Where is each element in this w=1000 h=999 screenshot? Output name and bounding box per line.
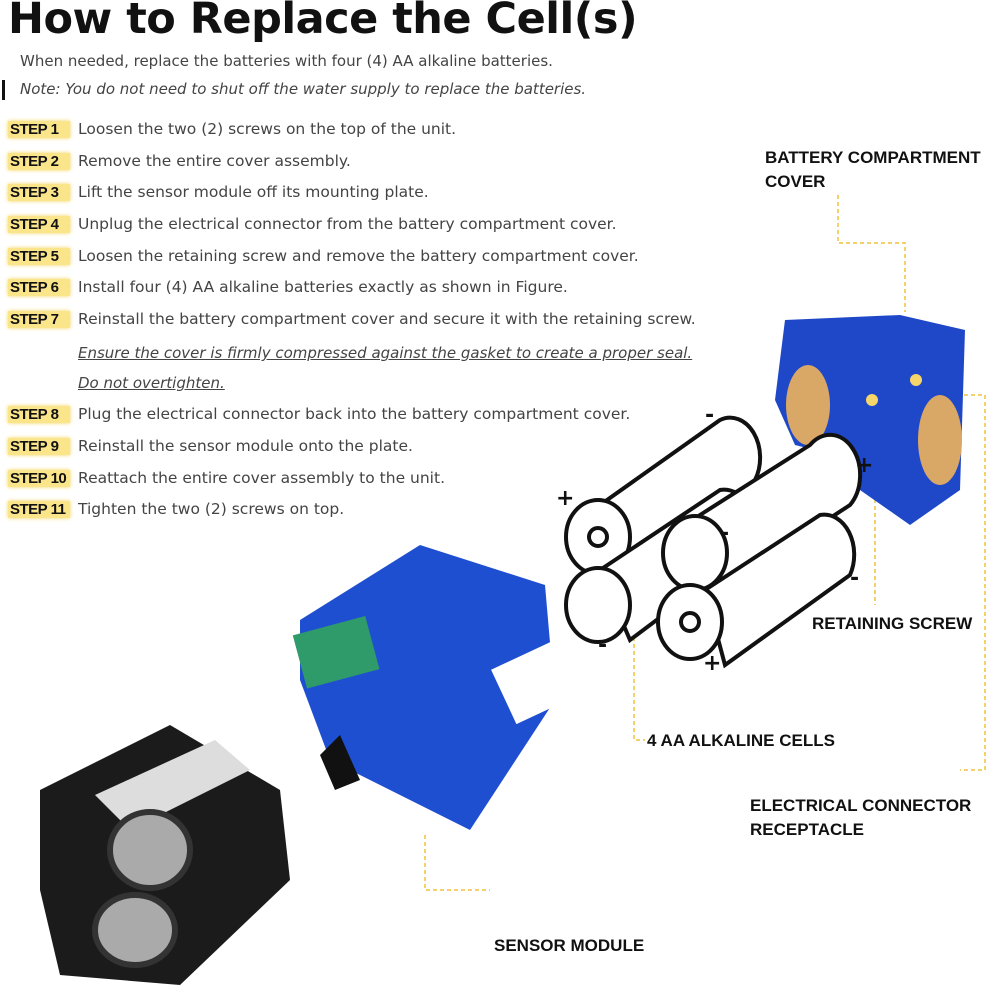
callout-line-1: ELECTRICAL CONNECTOR (750, 796, 972, 815)
step-text: Loosen the two (2) screws on the top of … (78, 120, 457, 138)
intro-text: When needed, replace the batteries with … (20, 52, 553, 70)
step-badge: STEP 4 (8, 215, 70, 233)
step-badge: STEP 5 (8, 247, 70, 265)
step-text: Reinstall the battery compartment cover … (78, 310, 696, 328)
step-text: Plug the electrical connector back into … (78, 405, 631, 423)
step-badge: STEP 7 (8, 310, 70, 328)
step-badge: STEP 2 (8, 152, 70, 170)
svg-text:-: - (705, 403, 714, 428)
step-badge: STEP 11 (8, 500, 70, 518)
sensor-module (40, 725, 290, 985)
svg-text:-: - (850, 566, 859, 591)
step-9: STEP 9 Reinstall the sensor module onto t… (8, 437, 413, 455)
step-text: Lift the sensor module off its mounting … (78, 183, 429, 201)
callout-sensor-module: SENSOR MODULE (494, 936, 645, 955)
step-7: STEP 7 Reinstall the battery compartment … (8, 310, 696, 328)
step-3: STEP 3 Lift the sensor module off its mou… (8, 183, 429, 201)
step-badge: STEP 1 (8, 120, 70, 138)
step-text: Remove the entire cover assembly. (78, 152, 351, 170)
step-text: Unplug the electrical connector from the… (78, 215, 617, 233)
callout-aa-cells: 4 AA ALKALINE CELLS (647, 731, 835, 750)
page-title: How to Replace the Cell(s) (8, 0, 638, 44)
step-11: STEP 11 Tighten the two (2) screws on top… (8, 500, 344, 518)
svg-text:+: + (556, 486, 574, 511)
step-badge: STEP 6 (8, 278, 70, 296)
step-text: Reattach the entire cover assembly to th… (78, 469, 445, 487)
svg-text:+: + (855, 453, 873, 478)
step-badge: STEP 10 (8, 469, 70, 487)
step-6: STEP 6 Install four (4) AA alkaline batte… (8, 278, 568, 296)
callout-retaining-screw: RETAINING SCREW (812, 614, 973, 633)
step-badge: STEP 3 (8, 183, 70, 201)
step-text: Reinstall the sensor module onto the pla… (78, 437, 413, 455)
step-5: STEP 5 Loosen the retaining screw and rem… (8, 247, 639, 265)
step-2: STEP 2 Remove the entire cover assembly. (8, 152, 351, 170)
step-7-note-1: Ensure the cover is firmly compressed ag… (78, 344, 693, 362)
callout-line-1: BATTERY COMPARTMENT (765, 148, 981, 167)
step-8: STEP 8 Plug the electrical connector back… (8, 405, 630, 423)
callout-line-2: RECEPTACLE (750, 820, 864, 839)
aa-batteries (564, 415, 863, 669)
step-1: STEP 1 Loosen the two (2) screws on the t… (8, 120, 456, 138)
callout-connector: ELECTRICAL CONNECTOR RECEPTACLE (750, 794, 971, 842)
polarity-marks: + - + - - - + (556, 403, 873, 676)
battery-housing (292, 545, 589, 830)
svg-text:+: + (703, 651, 721, 676)
step-text: Loosen the retaining screw and remove th… (78, 247, 639, 265)
step-badge: STEP 8 (8, 405, 70, 423)
step-text: Install four (4) AA alkaline batteries e… (78, 278, 568, 296)
note-bar (2, 80, 5, 100)
note-text: Note: You do not need to shut off the wa… (20, 80, 587, 98)
svg-text:-: - (720, 521, 729, 546)
callout-line-2: COVER (765, 172, 826, 191)
step-7-note-2: Do not overtighten. (78, 374, 225, 392)
step-badge: STEP 9 (8, 437, 70, 455)
step-4: STEP 4 Unplug the electrical connector fr… (8, 215, 617, 233)
step-10: STEP 10 Reattach the entire cover assembl… (8, 469, 445, 487)
battery-compartment-cover (775, 315, 965, 525)
svg-text:-: - (598, 633, 607, 658)
step-text: Tighten the two (2) screws on top. (78, 500, 345, 518)
callout-battery-cover: BATTERY COMPARTMENT COVER (765, 146, 981, 194)
